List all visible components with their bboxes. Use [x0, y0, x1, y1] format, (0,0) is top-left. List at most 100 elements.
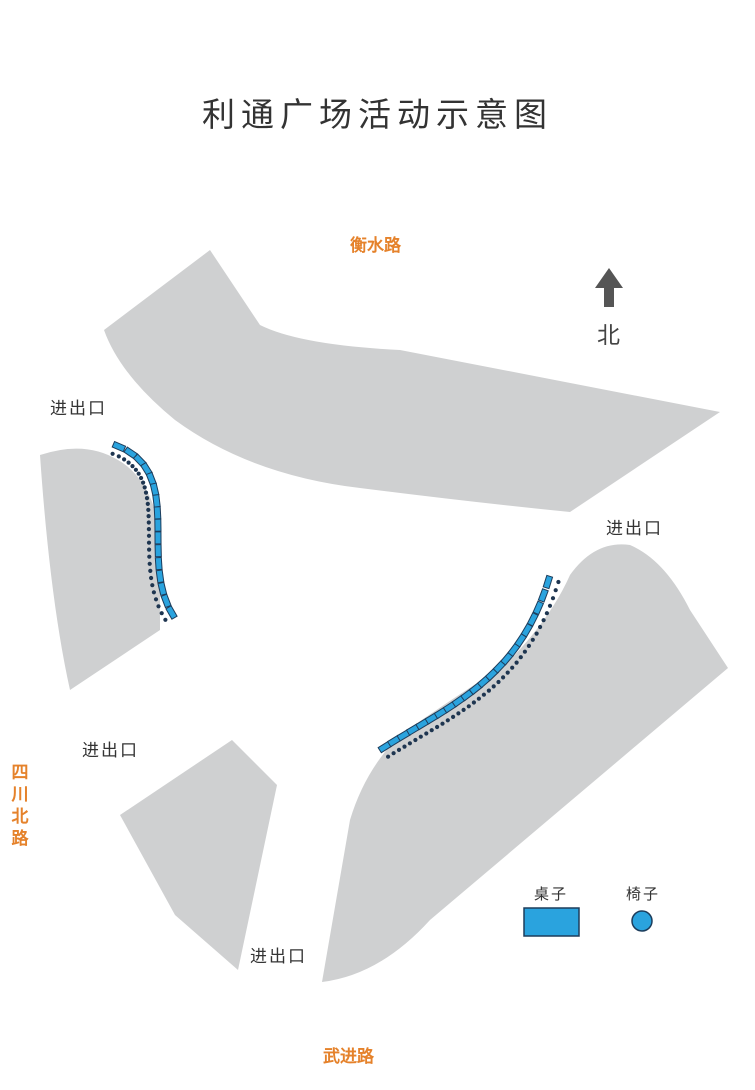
table-symbol	[537, 588, 549, 603]
chair-dot	[413, 737, 418, 743]
chair-dot	[435, 724, 440, 730]
chair-dot	[396, 747, 402, 753]
chair-dot	[553, 588, 558, 593]
chair-dot	[147, 554, 152, 559]
legend-chair-label: 椅子	[626, 885, 661, 903]
chair-dot	[544, 611, 550, 616]
table-symbol	[111, 440, 127, 453]
chair-dot	[146, 527, 151, 532]
chair-dot	[116, 454, 121, 459]
table-symbol	[165, 605, 178, 620]
chair-dot	[496, 679, 501, 685]
table-symbol	[154, 531, 162, 545]
chair-dot	[130, 464, 135, 469]
chair-dot	[110, 451, 115, 456]
chairs-east	[386, 579, 561, 759]
chair-dot	[143, 490, 149, 495]
chair-dot	[150, 583, 155, 588]
chair-dot	[147, 547, 152, 552]
gate-label-east: 进出口	[606, 519, 663, 539]
table-symbol	[157, 581, 168, 596]
chair-dot	[550, 596, 556, 601]
block-west	[40, 448, 160, 690]
north-arrow-icon	[595, 268, 623, 307]
chair-dot	[146, 533, 152, 538]
chair-dot	[530, 637, 535, 642]
chair-dot	[518, 655, 523, 660]
chair-dot	[136, 471, 141, 476]
table-symbol	[154, 518, 162, 532]
chair-dot	[481, 692, 486, 697]
chair-dot	[163, 617, 168, 622]
chair-dot	[402, 744, 407, 749]
chair-dot	[133, 467, 138, 472]
block-southeast	[322, 544, 728, 982]
chair-dot	[456, 711, 461, 716]
table-symbol	[160, 593, 172, 609]
table-symbol	[154, 544, 162, 558]
chair-dot	[142, 485, 147, 490]
chair-dot	[156, 604, 161, 609]
table-symbol	[526, 612, 539, 627]
chair-dot	[501, 675, 506, 680]
chair-dot	[510, 665, 515, 670]
chair-dot	[139, 475, 144, 481]
chair-dot	[486, 688, 491, 693]
legend-table-symbol	[523, 907, 580, 937]
chair-dot	[153, 597, 159, 602]
chair-dot	[466, 704, 471, 709]
gate-label-west: 进出口	[82, 741, 139, 761]
chair-dot	[141, 480, 146, 485]
block-southwest	[120, 740, 277, 970]
chair-dot	[429, 728, 434, 733]
chair-dot	[451, 714, 456, 720]
chair-dot	[391, 751, 396, 756]
chair-dot	[146, 520, 151, 525]
table-symbol	[153, 506, 162, 520]
chair-dot	[541, 618, 546, 623]
page-title: 利通广场活动示意图	[202, 95, 553, 134]
chair-dot	[126, 460, 131, 465]
chair-dot	[526, 643, 532, 649]
chair-dot	[547, 603, 553, 608]
chair-dot	[159, 611, 164, 616]
chairs-west	[110, 451, 168, 622]
table-symbol	[149, 482, 160, 497]
chair-dot	[147, 561, 152, 566]
chair-dot	[461, 707, 466, 713]
chair-dot	[146, 540, 152, 545]
chair-dot	[491, 684, 496, 689]
chair-dot	[122, 457, 127, 462]
road-label-north: 衡水路	[350, 236, 401, 256]
compass-north-label: 北	[597, 323, 620, 349]
chair-dot	[522, 649, 528, 654]
chair-dot	[151, 590, 156, 595]
table-symbol	[542, 574, 554, 590]
tables-west	[111, 440, 178, 620]
chair-dot	[424, 731, 429, 736]
chair-dot	[145, 501, 150, 506]
chair-dot	[440, 721, 445, 726]
gate-label-northwest: 进出口	[50, 399, 107, 419]
chair-dot	[149, 575, 154, 581]
tables-east	[377, 574, 554, 754]
chair-dot	[534, 631, 539, 636]
table-symbol	[154, 556, 163, 571]
chair-dot	[386, 754, 391, 759]
chair-dot	[146, 514, 151, 519]
chair-dot	[514, 660, 519, 665]
table-symbol	[152, 494, 161, 508]
block-north	[104, 250, 720, 512]
chair-dot	[505, 670, 510, 675]
legend-table-label: 桌子	[534, 885, 569, 903]
chair-dot	[445, 718, 450, 723]
chair-dot	[407, 741, 412, 746]
chair-dot	[538, 624, 543, 630]
chair-dot	[476, 696, 481, 701]
chair-dot	[556, 579, 561, 585]
chair-dot	[418, 734, 423, 739]
road-label-west: 四川北路	[11, 763, 29, 849]
table-symbol	[155, 569, 165, 584]
table-symbol	[532, 600, 545, 616]
